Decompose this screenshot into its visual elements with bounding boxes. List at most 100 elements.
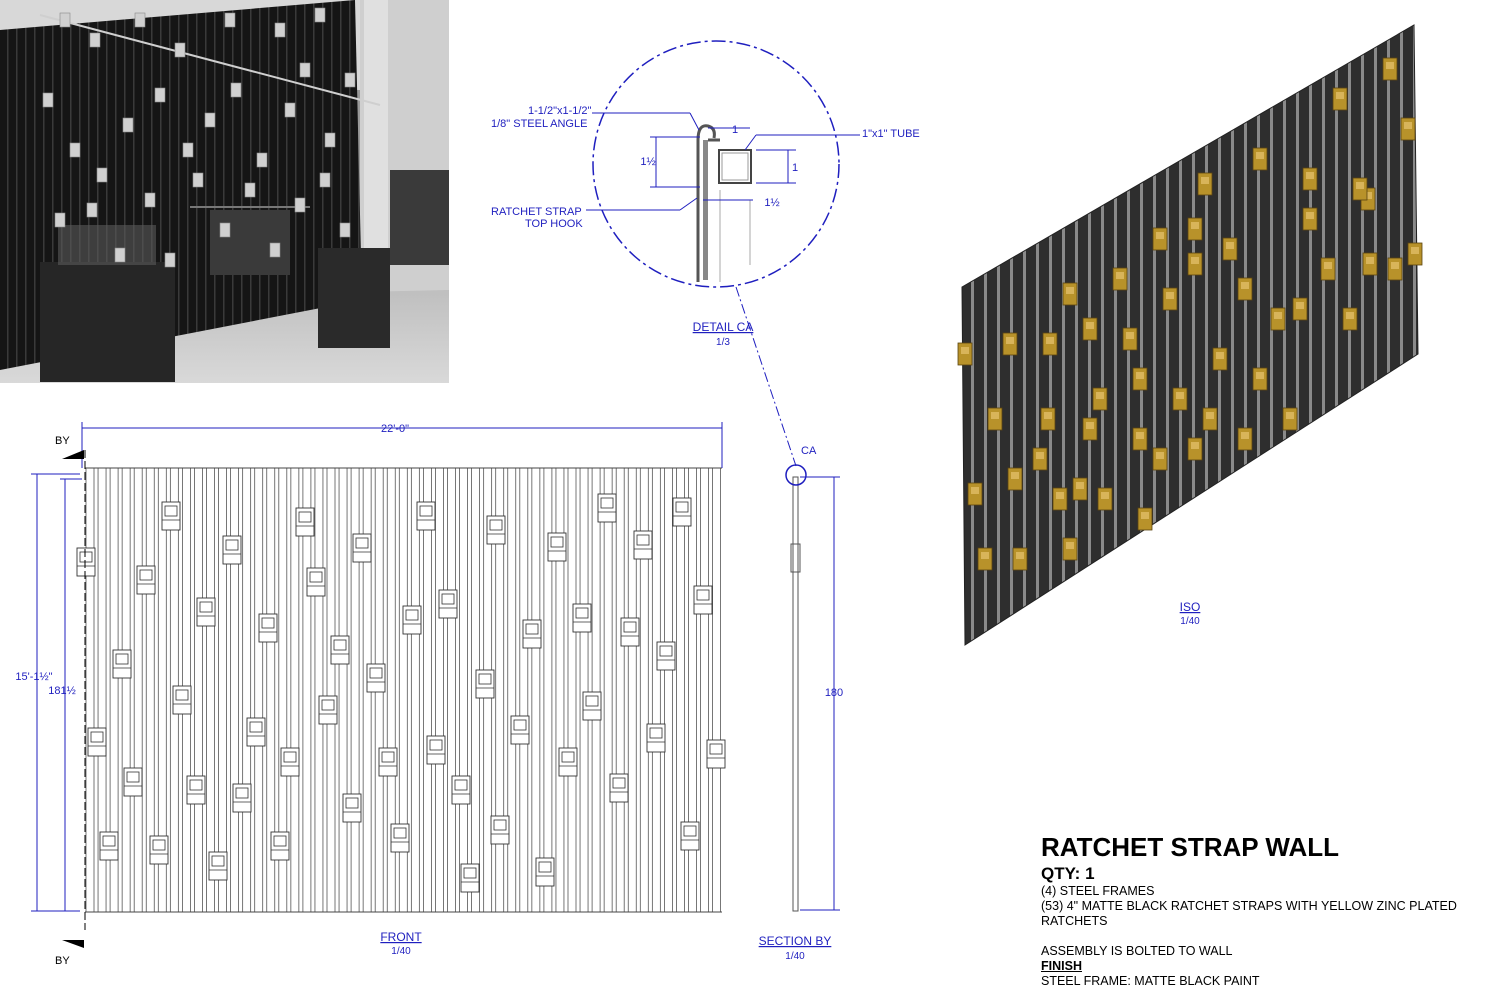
angle-label-1: 1-1/2"x1-1/2" [528,105,592,117]
photo-ratchet [154,87,166,103]
photo-ratchet [294,197,306,213]
ratchet-strap [693,585,713,615]
iso-ratchet [1012,547,1028,571]
title-block-line4: ASSEMBLY IS BOLTED TO WALL [1041,944,1233,958]
frame-bar [121,467,131,913]
iso-ratchet [1092,387,1108,411]
photo-ratchet [122,117,134,133]
photo-ratchet [324,132,336,148]
frame-bar [410,467,420,913]
front-height-dim-in: 181½ [48,685,76,697]
photo-ratchet [192,172,204,188]
iso-ratchet [1332,87,1348,111]
ratchet-strap [633,530,653,560]
iso-ratchet [1252,367,1268,391]
ratchet-strap [246,717,266,747]
photo-ratchet [256,152,268,168]
section-title: SECTION BY [759,934,832,948]
iso-ratchet [977,547,993,571]
detail-title: DETAIL CA [693,320,754,334]
finish-line: STEEL FRAME: MATTE BLACK PAINT [1041,974,1260,988]
ratchet-strap [438,589,458,619]
ratchet-strap [680,821,700,851]
iso-ratchet [1187,217,1203,241]
ratchet-strap [366,663,386,693]
ratchet-strap [582,691,602,721]
iso-ratchet [1082,317,1098,341]
ratchet-strap [99,831,119,861]
ratchet-strap [672,497,692,527]
ratchet-strap [258,613,278,643]
iso-ratchet [1292,297,1308,321]
section-by: CA 180 SECTION BY 1/40 [759,445,844,962]
ratchet-strap [186,775,206,805]
photo-ratchet [96,167,108,183]
iso-ratchet [987,407,1003,431]
iso-ratchet [1062,537,1078,561]
frame-bar [338,467,348,913]
ratchet-strap [330,635,350,665]
iso-ratchet [1132,427,1148,451]
ratchet-strap [136,565,156,595]
iso-ratchet-straps [957,57,1423,571]
frame-bar [712,467,721,913]
ratchet-strap [87,727,107,757]
frame-bar [242,467,252,913]
photo-ratchet [224,12,236,28]
ratchet-strap [656,641,676,671]
ratchet-strap [451,775,471,805]
ratchet-strap [222,535,242,565]
photo-ratchet [54,212,66,228]
frame-bar [459,467,468,913]
ratchet-strap [646,723,666,753]
tube-label: 1"x1" TUBE [862,128,920,140]
ratchet-strap [112,649,132,679]
front-width-dim: 22'-0" [381,423,409,435]
front-ratchet-straps [76,493,726,893]
ratchet-strap [547,532,567,562]
photo-ratchet [114,247,126,263]
iso-ratchet [1052,487,1068,511]
photo-ratchet [244,182,256,198]
title-block-line2: (53) 4" MATTE BLACK RATCHET STRAPS WITH … [1041,899,1457,913]
frame-bar [254,467,264,913]
photo-ratchet [42,92,54,108]
iso-ratchet [1152,447,1168,471]
iso-ratchet [1252,147,1268,171]
iso-ratchet [1362,252,1378,276]
iso-ratchet [1162,287,1178,311]
ratchet-strap [390,823,410,853]
iso-ratchet [1007,467,1023,491]
render-image [0,0,449,383]
iso-ratchet [1197,172,1213,196]
iso-ratchet [1062,282,1078,306]
photo-ratchet [230,82,242,98]
iso-ratchet [1152,227,1168,251]
ratchet-strap [620,617,640,647]
section-arrow-bottom [62,940,84,948]
frame-bar [326,467,336,913]
front-scale: 1/40 [391,946,411,957]
frame-bar [651,467,661,913]
title-block-line3: RATCHETS [1041,914,1108,928]
ratchet-strap [280,747,300,777]
title-block-title: RATCHET STRAP WALL [1041,832,1340,862]
hook-label-1: RATCHET STRAP [491,206,582,218]
ratchet-strap [510,715,530,745]
frame-bar [507,467,517,913]
title-block: RATCHET STRAP WALL QTY: 1 (4) STEEL FRAM… [1041,832,1496,989]
ratchet-strap [535,857,555,887]
frame-bar [133,467,143,913]
detail-ca: 1-1/2"x1-1/2" 1/8" STEEL ANGLE 1"x1" TUB… [491,40,920,467]
ratchet-strap [475,669,495,699]
ratchet-strap [208,851,228,881]
frame-bar [700,467,709,913]
iso-scale: 1/40 [1180,616,1200,627]
photo-ratchet [314,7,326,23]
iso-ratchet [1132,367,1148,391]
dim-top: 1 [732,124,738,136]
iso-ratchet [1172,387,1188,411]
ratchet-strap [149,835,169,865]
ratchet-strap [522,619,542,649]
